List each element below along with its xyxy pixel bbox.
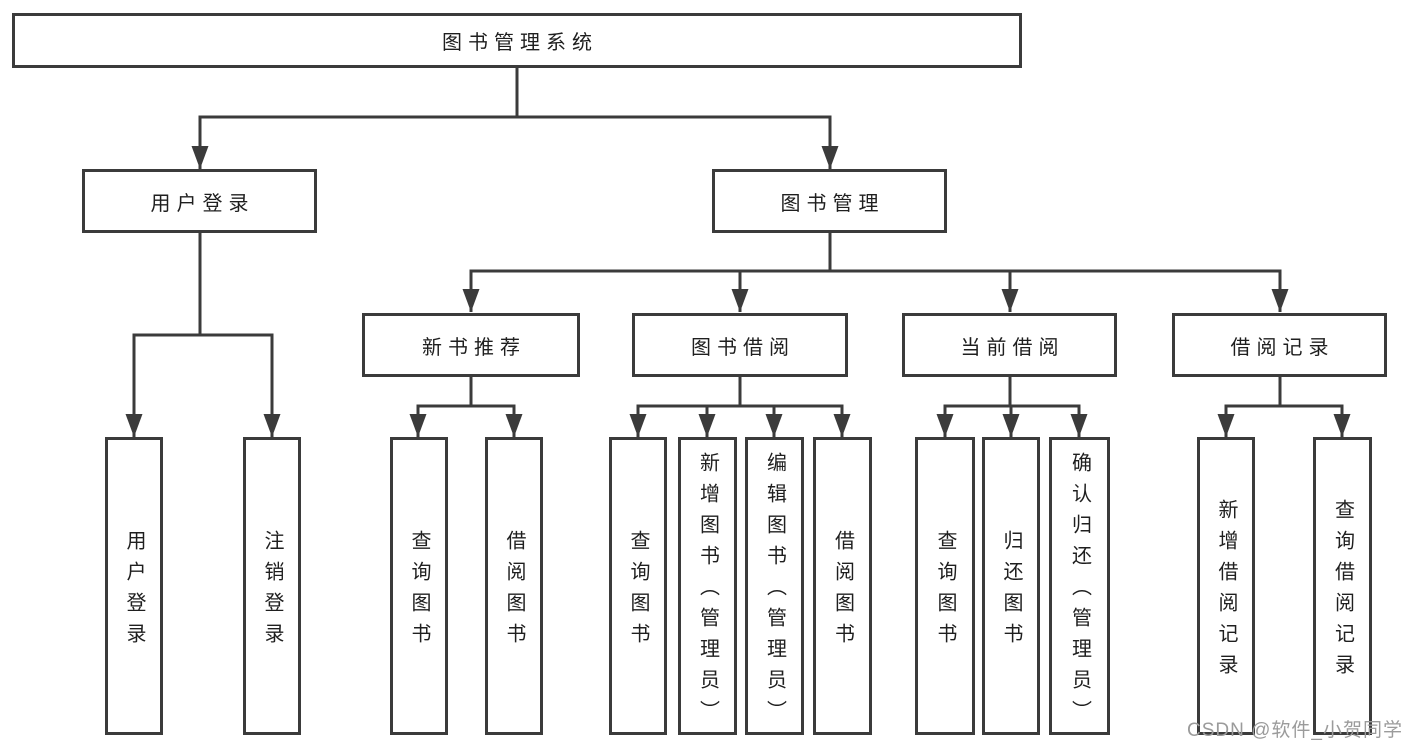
node-user-login: 用户登录 bbox=[82, 169, 317, 233]
arrowhead-icon bbox=[1333, 414, 1351, 437]
arrowhead-icon bbox=[1271, 289, 1289, 312]
connector-book-management-branch bbox=[469, 233, 1282, 312]
leaf-logout: 注销登录 bbox=[243, 437, 301, 735]
arrowhead-icon bbox=[731, 289, 749, 312]
connector-new-book-branch bbox=[416, 377, 516, 437]
leaf-query-borrow-record: 查询借阅记录 bbox=[1313, 437, 1372, 735]
arrowhead-icon bbox=[1001, 289, 1019, 312]
arrowhead-icon bbox=[505, 414, 523, 437]
node-book-management: 图书管理 bbox=[712, 169, 947, 233]
leaf-query-books-2: 查询图书 bbox=[609, 437, 667, 735]
arrowhead-icon bbox=[1217, 414, 1235, 437]
leaf-query-books-3: 查询图书 bbox=[915, 437, 975, 735]
arrowhead-icon bbox=[936, 414, 954, 437]
leaf-user-login: 用户登录 bbox=[105, 437, 163, 735]
leaf-borrow-books-1: 借阅图书 bbox=[485, 437, 543, 735]
node-library-system: 图书管理系统 bbox=[12, 13, 1022, 68]
arrowhead-icon bbox=[833, 414, 851, 437]
arrowhead-icon bbox=[191, 146, 209, 169]
leaf-query-books-1: 查询图书 bbox=[390, 437, 448, 735]
arrowhead-icon bbox=[409, 414, 427, 437]
connector-book-borrow-branch bbox=[636, 377, 844, 437]
node-book-borrow: 图书借阅 bbox=[632, 313, 848, 377]
connector-borrow-records-branch bbox=[1224, 377, 1344, 437]
leaf-edit-book-admin: 编辑图书（管理员） bbox=[745, 437, 804, 735]
arrowhead-icon bbox=[629, 414, 647, 437]
arrowhead-icon bbox=[462, 289, 480, 312]
leaf-borrow-books-2: 借阅图书 bbox=[813, 437, 872, 735]
connector-user-login-branch bbox=[132, 233, 274, 437]
leaf-add-borrow-record: 新增借阅记录 bbox=[1197, 437, 1255, 735]
arrowhead-icon bbox=[698, 414, 716, 437]
node-new-book-recommend: 新书推荐 bbox=[362, 313, 580, 377]
arrowhead-icon bbox=[125, 414, 143, 437]
leaf-return-book: 归还图书 bbox=[982, 437, 1040, 735]
arrowhead-icon bbox=[765, 414, 783, 437]
watermark: CSDN @软件_小贺同学 bbox=[1187, 720, 1403, 741]
node-borrow-records: 借阅记录 bbox=[1172, 313, 1387, 377]
connector-root-branch bbox=[198, 68, 832, 169]
arrowhead-icon bbox=[821, 146, 839, 169]
arrowhead-icon bbox=[1070, 414, 1088, 437]
arrowhead-icon bbox=[1002, 414, 1020, 437]
arrowheads bbox=[125, 146, 1351, 437]
connector-lines bbox=[132, 68, 1344, 437]
arrowhead-icon bbox=[263, 414, 281, 437]
node-current-borrow: 当前借阅 bbox=[902, 313, 1117, 377]
leaf-add-book-admin: 新增图书（管理员） bbox=[678, 437, 737, 735]
leaf-confirm-return-admin: 确认归还（管理员） bbox=[1049, 437, 1110, 735]
